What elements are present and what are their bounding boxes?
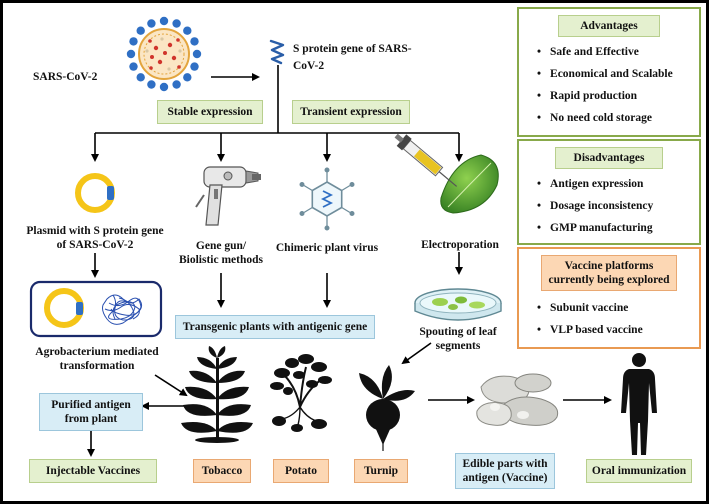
disadvantage-item: Dosage inconsistency — [537, 195, 653, 217]
gene-gun-icon — [195, 166, 261, 226]
disadvantages-list: Antigen expression Dosage inconsistency … — [537, 173, 653, 239]
vaccine-platforms-list: Subunit vaccine VLP based vaccine — [537, 297, 643, 341]
gene-gun-label: Gene gun/ Biolistic methods — [178, 240, 263, 266]
spouting-label: Spouting of leaf segments — [419, 326, 497, 352]
stable-expression-box: Stable expression — [157, 100, 263, 124]
potato-plant-icon — [270, 354, 332, 432]
oral-immunization-box: Oral immunization — [586, 459, 692, 483]
transient-expression-box: Transient expression — [292, 100, 410, 124]
human-silhouette-icon — [621, 353, 657, 455]
vaccine-platforms-panel: Vaccine platforms currently being explor… — [517, 247, 701, 349]
turnip-label: Turnip — [354, 459, 408, 483]
disadvantages-panel: Disadvantages Antigen expression Dosage … — [517, 139, 701, 245]
injectable-vaccines-box: Injectable Vaccines — [29, 459, 157, 483]
platform-item: Subunit vaccine — [537, 297, 643, 319]
tobacco-plant-icon — [181, 346, 253, 443]
disadvantage-item: Antigen expression — [537, 173, 653, 195]
tobacco-label: Tobacco — [193, 459, 251, 483]
advantage-item: Safe and Effective — [537, 41, 673, 63]
advantage-item: Economical and Scalable — [537, 63, 673, 85]
plasmid-icon — [75, 173, 115, 213]
arrow-agro-to-plants — [154, 374, 188, 397]
platform-item: VLP based vaccine — [537, 319, 643, 341]
sars-cov-2-virus-icon — [126, 16, 202, 92]
advantage-item: Rapid production — [537, 85, 673, 107]
electroporation-label: Electroporation — [421, 239, 499, 251]
transgenic-plants-box: Transgenic plants with antigenic gene — [175, 315, 375, 339]
advantages-title: Advantages — [558, 15, 660, 37]
turnip-plant-icon — [359, 365, 415, 451]
disadvantages-title: Disadvantages — [555, 147, 663, 169]
edible-parts-box: Edible parts with antigen (Vaccine) — [455, 453, 555, 489]
arrow-petri-to-plants — [401, 342, 432, 365]
s-protein-gene-label: S protein gene of SARS-CoV-2 — [293, 43, 412, 72]
vaccine-platforms-title: Vaccine platforms currently being explor… — [541, 255, 677, 291]
advantages-list: Safe and Effective Economical and Scalab… — [537, 41, 673, 129]
potato-label: Potato — [273, 459, 329, 483]
agrobacterium-icon — [29, 280, 163, 338]
diagram-graphics — [29, 16, 657, 457]
advantage-item: No need cold storage — [537, 107, 673, 129]
flow-arrows — [87, 65, 612, 457]
purified-antigen-box: Purified antigen from plant — [39, 393, 143, 431]
chimeric-virus-label: Chimeric plant virus — [275, 242, 379, 254]
plasmid-label: Plasmid with S protein gene of SARS-CoV-… — [26, 225, 164, 251]
electroporation-icon — [394, 133, 499, 214]
petri-dish-icon — [414, 288, 502, 321]
advantages-panel: Advantages Safe and Effective Economical… — [517, 7, 701, 137]
edible-parts-icon — [476, 373, 559, 426]
s-gene-icon — [269, 39, 285, 65]
disadvantage-item: GMP manufacturing — [537, 217, 653, 239]
chimeric-plant-virus-icon — [299, 167, 355, 231]
agrobacterium-label: Agrobacterium mediated transformation — [35, 346, 159, 372]
sars-cov-2-label: SARS-CoV-2 — [33, 71, 98, 83]
